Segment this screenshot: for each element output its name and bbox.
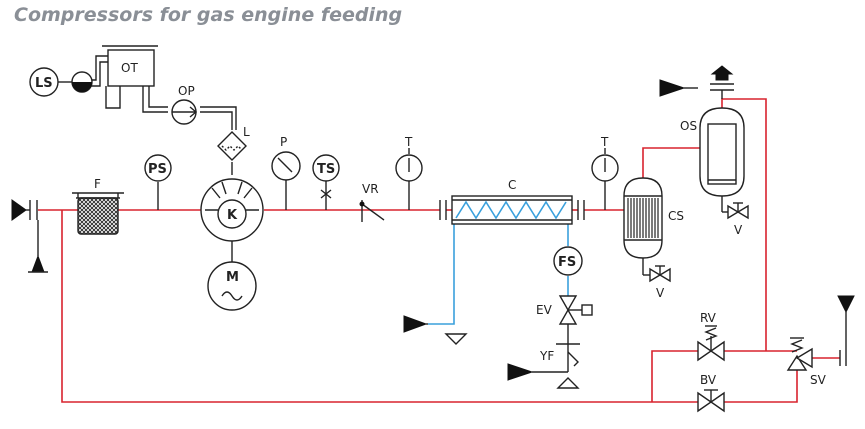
label-yf: YF	[539, 349, 554, 363]
label-f: F	[94, 177, 101, 191]
oil-tank-ot: OT	[102, 45, 158, 87]
label-ls: LS	[35, 76, 53, 91]
label-vr: VR	[362, 182, 379, 196]
label-ps: PS	[148, 162, 167, 177]
solenoid-valve-ev: EV	[536, 295, 593, 344]
gas-lines	[38, 98, 840, 403]
label-fs: FS	[558, 255, 576, 270]
bypass-valve-bv: BV	[697, 373, 725, 413]
label-op: OP	[178, 84, 195, 98]
vent-arrow-right	[837, 295, 855, 366]
gas-outlet-top	[659, 65, 734, 99]
label-m: M	[226, 270, 239, 285]
label-bv: BV	[700, 373, 717, 387]
filter-f: F	[72, 177, 124, 235]
thermometer-t1: T	[395, 135, 423, 210]
label-t1: T	[404, 135, 413, 149]
drain-symbol-left	[28, 220, 48, 273]
water-outlet-arrow	[403, 315, 468, 345]
compressor-k: K	[200, 178, 264, 262]
level-switch-ls: LS	[29, 67, 93, 97]
thermometer-t2: T	[591, 135, 619, 210]
label-ts: TS	[317, 162, 335, 177]
flow-switch-fs: FS	[553, 246, 583, 276]
relief-valve-rv: RV	[697, 311, 725, 362]
label-sv: SV	[810, 373, 827, 387]
check-valve-vr: VR	[359, 182, 385, 222]
label-ev: EV	[536, 303, 553, 317]
page-title: Compressors for gas engine feeding	[14, 4, 403, 26]
label-cs: CS	[668, 209, 684, 223]
water-filter-yf: YF	[507, 343, 580, 389]
gas-inlet-arrow	[11, 199, 38, 221]
drain-valve-v1: V	[649, 265, 671, 300]
label-p: P	[280, 135, 287, 149]
flange-right	[577, 200, 585, 220]
label-v2: V	[734, 223, 743, 237]
oil-separator-os: OS	[680, 107, 745, 213]
flange-left	[439, 200, 447, 220]
label-v1: V	[656, 286, 665, 300]
label-l: L	[243, 125, 250, 139]
temperature-switch-ts: TS	[312, 154, 340, 210]
label-k: K	[227, 208, 238, 223]
pressure-switch-ps: PS	[144, 154, 172, 210]
safety-valve-sv: SV	[786, 337, 827, 387]
label-c: C	[508, 178, 516, 192]
drain-valve-v2: V	[727, 202, 749, 237]
oil-filter-l: L	[217, 125, 250, 161]
label-os: OS	[680, 119, 697, 133]
cooler-c: C	[451, 178, 573, 225]
label-rv: RV	[700, 311, 717, 325]
oil-pump-op: OP	[171, 84, 198, 125]
label-t2: T	[600, 135, 609, 149]
oil-lines	[82, 55, 237, 175]
label-ot: OT	[121, 61, 138, 75]
motor-m: M	[207, 261, 257, 311]
condensate-separator-cs: CS	[623, 177, 684, 276]
pressure-gauge-p: P	[271, 135, 301, 210]
